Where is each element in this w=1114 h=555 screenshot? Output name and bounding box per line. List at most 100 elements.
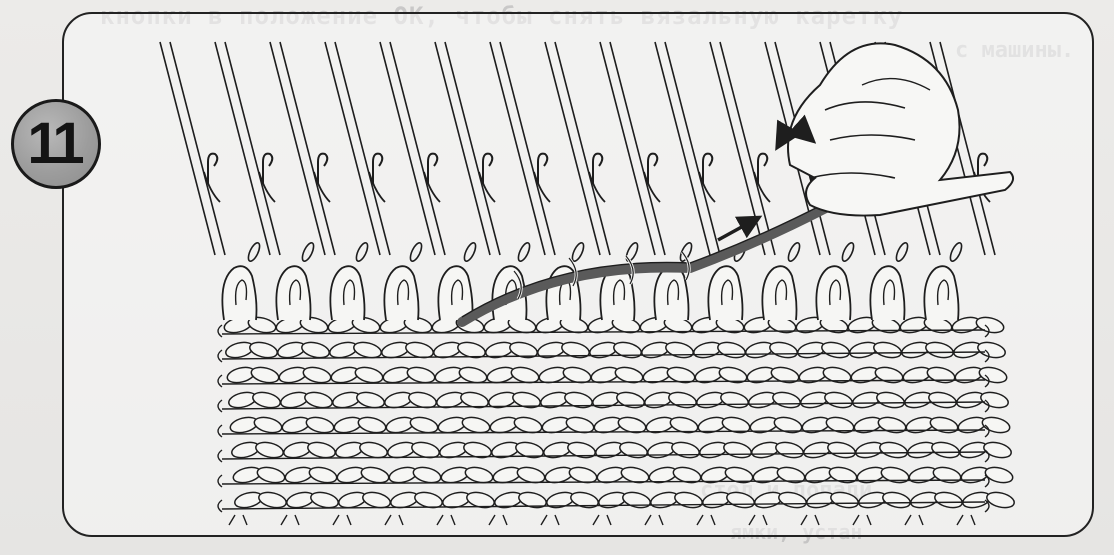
fabric-stitch <box>905 415 960 435</box>
stitch-leg-right <box>250 365 281 385</box>
loop-outer <box>816 266 850 320</box>
needle-hook <box>318 154 327 184</box>
fabric-stitch <box>536 340 591 360</box>
fabric-stitch <box>952 340 1007 360</box>
fabric-stitch <box>848 340 903 360</box>
fabric-stitch <box>854 440 909 460</box>
step-number-badge: 11 <box>11 99 101 189</box>
fabric-stitch <box>906 440 961 460</box>
stitch-leg-right <box>511 390 542 410</box>
fabric-bottom-fringe <box>229 515 247 525</box>
needle <box>380 42 445 255</box>
stitch-leg-right <box>975 315 1006 335</box>
fabric-stitch <box>698 440 753 460</box>
needle-rail <box>270 42 325 255</box>
fabric-stitch <box>224 340 279 360</box>
top-loop <box>816 241 855 320</box>
needle-rail <box>280 42 335 255</box>
loop-on-hook <box>948 241 964 263</box>
needle-latch <box>589 172 605 202</box>
fabric-stitch <box>853 415 908 435</box>
needle <box>325 42 390 255</box>
stitch-leg-right <box>881 490 912 510</box>
loop-outer <box>222 266 256 320</box>
top-loop <box>330 241 369 320</box>
fabric-bottom-fringe <box>853 515 871 525</box>
stitch-leg-right <box>822 365 853 385</box>
stitch-leg-right <box>305 415 336 435</box>
stitch-leg-right <box>725 490 756 510</box>
fabric-stitch <box>597 490 652 510</box>
top-loop <box>762 241 801 320</box>
fabric-stitch <box>960 465 1015 485</box>
fabric-edge-left <box>218 450 222 462</box>
stitch-leg-right <box>985 490 1016 510</box>
loop-outer <box>708 266 742 320</box>
stitch-leg-right <box>615 390 646 410</box>
fabric-stitch <box>643 390 698 410</box>
loop-outer <box>438 266 472 320</box>
needle-rail <box>490 42 545 255</box>
needle-rail <box>170 42 225 255</box>
stitch-leg-right <box>612 340 643 360</box>
loop-outer <box>276 266 310 320</box>
stitch-leg-right <box>721 415 752 435</box>
loop-outer <box>384 266 418 320</box>
stitch-leg-right <box>924 340 955 360</box>
arrow-right-icon <box>718 218 758 240</box>
needle-rail <box>665 42 720 255</box>
fabric-stitch <box>640 340 695 360</box>
fabric-stitch <box>909 490 964 510</box>
stitch-leg-right <box>877 415 908 435</box>
fabric-stitch <box>954 365 1009 385</box>
loop-outer <box>330 266 364 320</box>
stitch-leg-right <box>826 440 857 460</box>
loop-on-hook <box>840 241 856 263</box>
needle-hook <box>208 154 217 184</box>
fabric-stitch <box>388 465 443 485</box>
needle-latch <box>479 172 495 202</box>
fabric-bottom-fringe <box>437 515 455 525</box>
fabric-stitch <box>695 390 750 410</box>
needle <box>435 42 500 255</box>
stitch-leg-right <box>722 440 753 460</box>
top-loop <box>222 241 261 320</box>
stitch-leg-right <box>933 490 964 510</box>
fabric-bottom-fringe <box>749 515 767 525</box>
stitch-leg-right <box>719 390 750 410</box>
fabric-bottom-fringe <box>333 515 351 525</box>
needle-rail <box>160 42 215 255</box>
step-number: 11 <box>27 115 80 173</box>
loop-on-hook <box>408 241 424 263</box>
fabric-edge-left <box>218 475 222 487</box>
loop-on-hook <box>246 241 262 263</box>
stitch-leg-right <box>664 340 695 360</box>
fabric-bottom-fringe <box>697 515 715 525</box>
fabric-bottom-fringe <box>801 515 819 525</box>
loop-outer <box>762 266 796 320</box>
loop-outer <box>654 266 688 320</box>
stitch-leg-right <box>930 440 961 460</box>
stitch-leg-right <box>560 340 591 360</box>
stitch-leg-right <box>308 465 339 485</box>
fabric-stitch <box>233 490 288 510</box>
stitch-leg-right <box>412 465 443 485</box>
fabric-stitch <box>955 390 1010 410</box>
stitch-leg-right <box>823 390 854 410</box>
fabric-stitch <box>276 340 331 360</box>
loop-on-hook <box>624 241 640 263</box>
stitch-leg-right <box>667 390 698 410</box>
stitch-leg-right <box>618 440 649 460</box>
fabric-bottom-fringe <box>489 515 507 525</box>
fabric-stitch <box>796 340 851 360</box>
stitch-leg-right <box>251 390 282 410</box>
fabric-stitch <box>285 490 340 510</box>
top-loop <box>600 241 639 320</box>
stitch-leg-right <box>926 365 957 385</box>
fabric-stitch <box>804 465 859 485</box>
needle-latch <box>259 172 275 202</box>
needle <box>215 42 280 255</box>
stitch-leg-right <box>360 465 391 485</box>
stitch-leg-right <box>828 465 859 485</box>
needle-hook <box>483 154 492 184</box>
